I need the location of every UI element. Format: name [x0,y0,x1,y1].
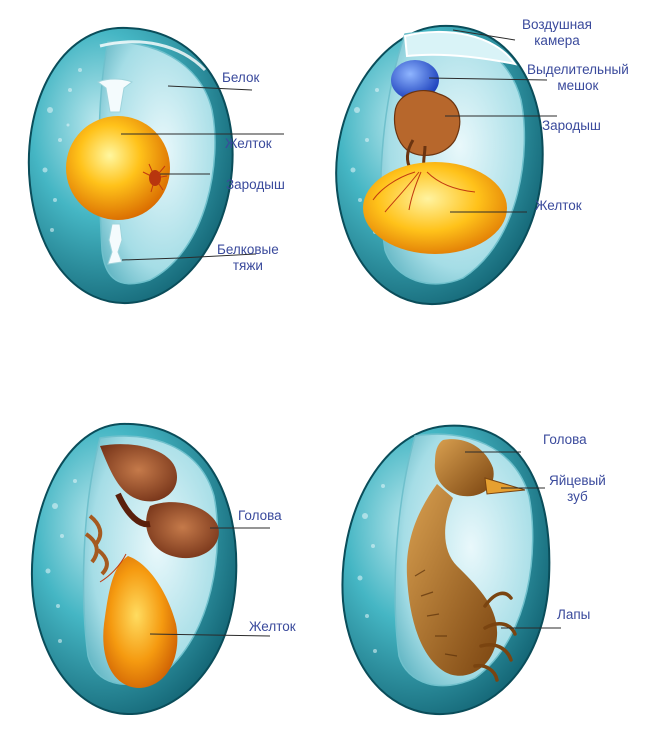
leader-lines [149,527,271,637]
label-head: Голова [543,432,587,447]
feather-texture [414,569,458,657]
leader-lines [428,29,557,213]
embryo-body [100,444,178,502]
label-head: Голова [238,508,282,523]
egg-tooth-beak [484,477,526,495]
label-yolk: Желток [225,136,272,151]
label-embryo: Зародыш [542,118,601,133]
stage-3-egg-illustration [31,422,271,716]
chalaza-top [96,78,134,113]
yolk [363,162,507,254]
label-yolk: Желток [249,619,296,634]
stage-1-egg-illustration [27,26,284,305]
stage-3-panel: Голова Желток [0,366,335,732]
label-chalazae: Белковые тяжи [217,242,279,273]
yolk [66,116,170,220]
label-embryo: Зародыш [226,177,285,192]
stage-4-panel: Голова Яйцевый зуб Лапы [335,366,670,732]
label-feet: Лапы [557,607,591,622]
stage-2-panel: Воздушная камера Выделительный мешок Зар… [335,0,670,366]
label-egg-tooth: Яйцевый зуб [549,473,606,504]
shell-speckles [45,479,77,643]
embryo [393,90,461,157]
shell-speckles [357,484,385,653]
air-chamber [403,30,518,66]
chick-head [434,439,494,497]
leader-lines [121,85,284,261]
stage-1-panel: Белок Желток Зародыш Белковые тяжи [0,0,335,366]
yolk [103,556,178,688]
chick-legs [473,591,517,682]
leader-lines [465,451,561,629]
label-yolk: Желток [535,198,582,213]
label-albumen: Белок [222,70,260,85]
label-excretory-sac: Выделительный мешок [527,62,629,93]
shell-speckles [42,68,82,232]
stage-2-egg-illustration [335,24,557,306]
embryo-head [146,502,219,559]
label-air-chamber: Воздушная камера [522,17,592,48]
stage-4-egg-illustration [341,424,561,716]
chick-body [406,484,498,676]
yolk-vessels [372,171,476,213]
chalaza-bottom [107,223,123,265]
